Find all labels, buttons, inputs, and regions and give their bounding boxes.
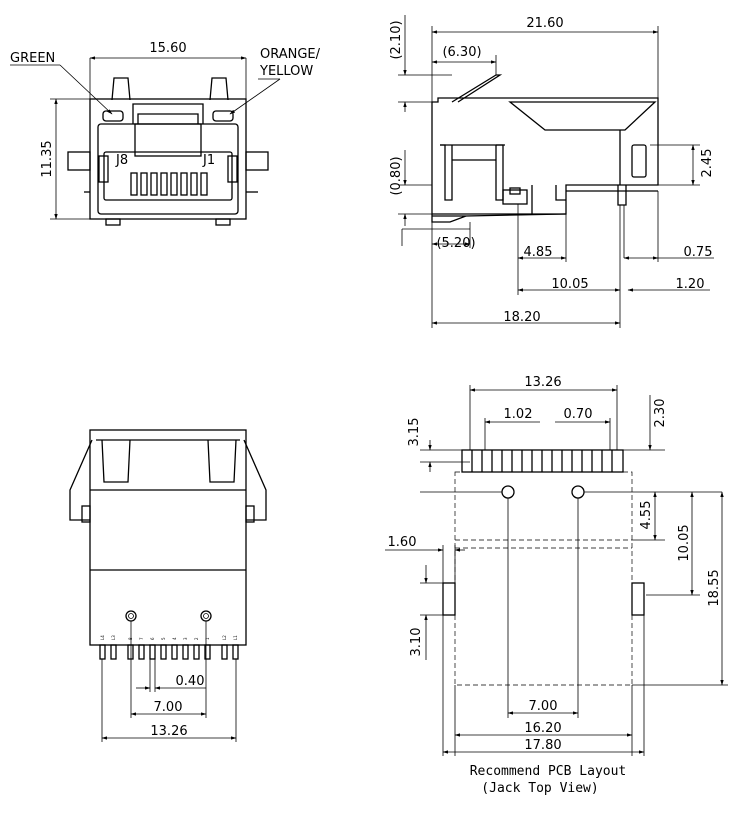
led-left-label: GREEN — [10, 51, 55, 66]
bottom-pin-label: 7 — [139, 637, 144, 640]
bottom-overall-width-dim: 13.26 — [150, 724, 187, 739]
side-front-recess-dim: (6.30) — [442, 45, 481, 60]
bottom-pin-row — [99, 644, 239, 660]
front-pin-left-label: J8 — [115, 153, 128, 168]
pcb-overall-depth-dim: 18.55 — [707, 569, 722, 606]
side-overall-length-dim: 21.60 — [526, 16, 563, 31]
bottom-pin-label: L4 — [100, 635, 105, 640]
pcb-overall-width-dim: 17.80 — [524, 738, 561, 753]
pcb-layout-view: 13.26 1.02 0.70 2.30 3.15 — [385, 375, 728, 796]
side-body-length-dim: 18.20 — [503, 310, 540, 325]
side-pin-from-front-dim: 4.85 — [524, 245, 553, 260]
pcb-caption-line1: Recommend PCB Layout — [470, 764, 627, 779]
front-pin-right-label: J1 — [202, 153, 215, 168]
bottom-pin-label: 2 — [194, 637, 199, 640]
pcb-pin-row-height-dim: 2.30 — [653, 399, 668, 428]
pcb-tab-width-dim: 1.60 — [388, 535, 417, 550]
side-view: 21.60 (2.10) (6.30) — [389, 15, 715, 328]
bottom-pin-label: 1 — [205, 637, 210, 640]
side-top-offset-dim: (2.10) — [389, 20, 404, 59]
pcb-pin-span-dim: 13.26 — [524, 375, 561, 390]
bottom-pin-label: L2 — [222, 635, 227, 640]
bottom-pin-label: L1 — [233, 635, 238, 640]
bottom-pin-pitch-dim: 0.40 — [176, 674, 205, 689]
bottom-pin-label: 4 — [172, 637, 177, 640]
pcb-tab-length-dim: 3.10 — [409, 628, 424, 657]
side-bottom-offset-dim: (5.20) — [436, 236, 475, 251]
front-width-dim: 15.60 — [149, 41, 186, 56]
bottom-pin-label: 3 — [183, 637, 188, 640]
pcb-caption-line2: (Jack Top View) — [481, 781, 598, 796]
front-contact-fingers — [130, 172, 208, 196]
pcb-pin-pitch-dim: 1.02 — [504, 407, 533, 422]
side-rear-pin-offset-dim: 0.75 — [684, 245, 713, 260]
side-mid-height-dim: (0.80) — [389, 156, 404, 195]
bottom-pin-label: 5 — [161, 637, 166, 640]
pcb-hole-spacing-dim: 7.00 — [529, 699, 558, 714]
bottom-pin-labels: L4 L3 8 7 6 5 4 3 2 1 L2 L1 — [100, 635, 238, 640]
pcb-pad-row — [461, 449, 624, 473]
front-view: 15.60 11.35 J8 J1 — [10, 41, 321, 226]
pcb-hole-offset-dim: 4.55 — [639, 501, 654, 530]
pcb-hole-to-tab-dim: 10.05 — [677, 524, 692, 561]
bottom-pin-label: 6 — [150, 637, 155, 640]
pcb-tab-span-dim: 16.20 — [524, 721, 561, 736]
bottom-view: L4 L3 8 7 6 5 4 3 2 1 L2 L1 0.40 7.00 13… — [69, 429, 267, 742]
bottom-pin-label: L3 — [111, 635, 116, 640]
side-rear-gap-dim: 1.20 — [676, 277, 705, 292]
pcb-pin-row-offset-dim: 3.15 — [407, 418, 422, 447]
side-tab-height-dim: 2.45 — [700, 149, 715, 178]
bottom-post-spacing-dim: 7.00 — [154, 700, 183, 715]
led-right-label-1: ORANGE/ — [260, 47, 321, 62]
side-post-spacing-dim: 10.05 — [551, 277, 588, 292]
bottom-pin-label: 8 — [128, 637, 133, 640]
front-height-dim: 11.35 — [40, 140, 55, 177]
pcb-led-pitch-dim: 0.70 — [564, 407, 593, 422]
led-right-label-2: YELLOW — [259, 64, 313, 79]
